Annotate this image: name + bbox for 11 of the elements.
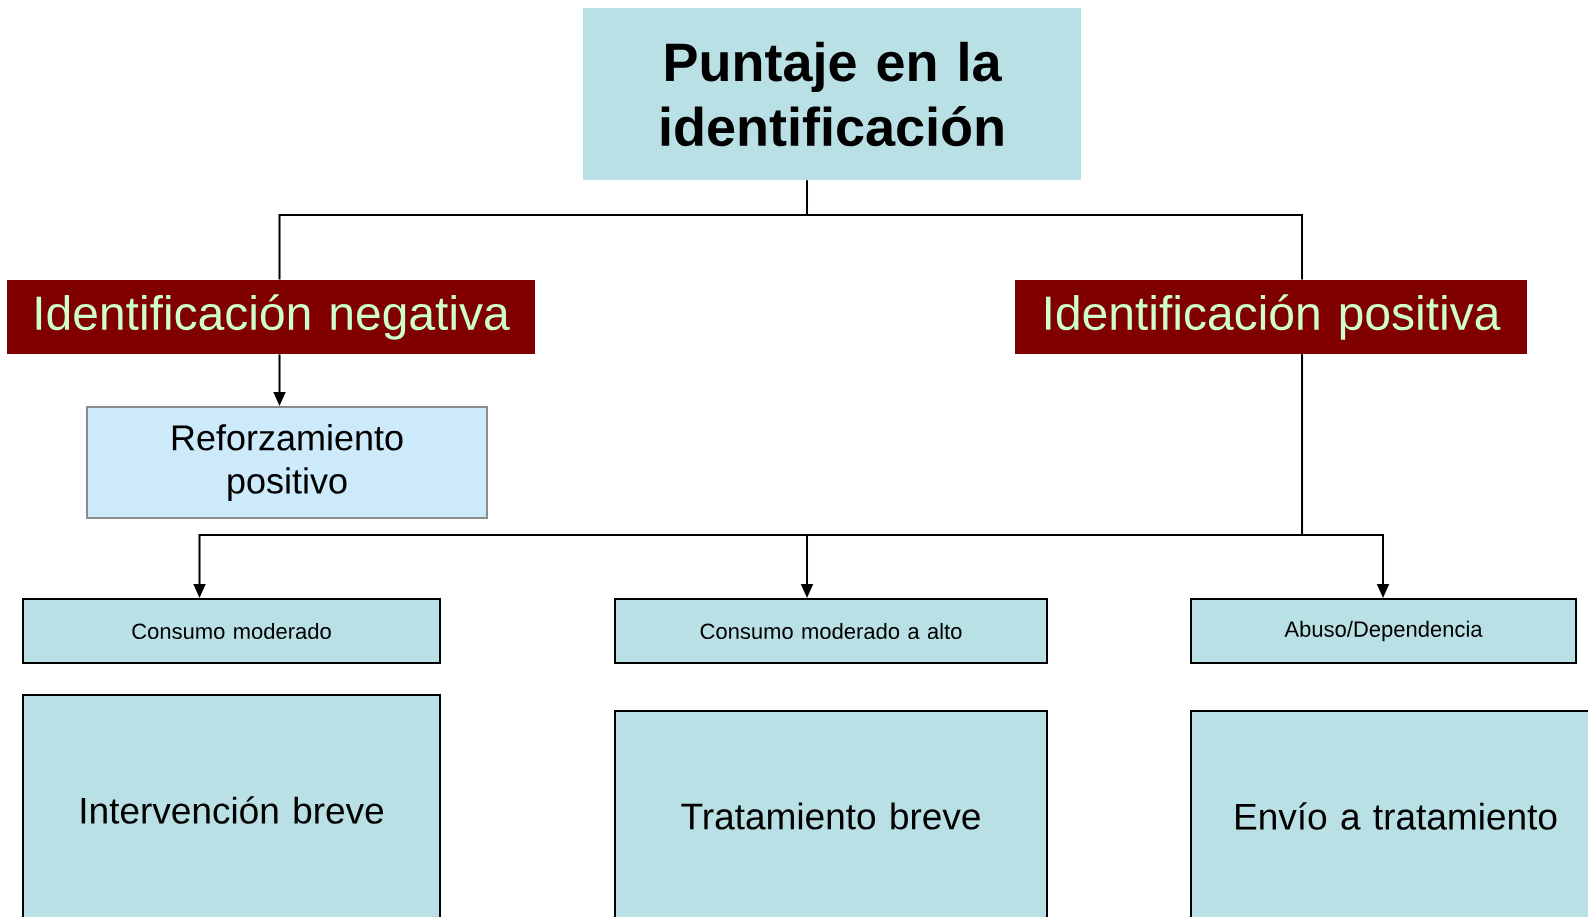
category-box: Identificación negativa: [7, 280, 535, 354]
action-box: Tratamiento breve: [614, 710, 1048, 917]
action-box: Intervención breve: [22, 694, 441, 917]
connector-line: [806, 179, 1303, 281]
process-box: Reforzamiento positivo: [86, 406, 488, 519]
level-box: Abuso/Dependencia: [1190, 598, 1577, 664]
category-box: Identificación positiva: [1015, 280, 1527, 354]
heading-box: Puntaje en la identificación: [583, 8, 1081, 180]
level-box: Consumo moderado a alto: [614, 598, 1048, 664]
level-box: Consumo moderado: [22, 598, 441, 664]
action-box: Envío a tratamiento: [1190, 710, 1588, 917]
